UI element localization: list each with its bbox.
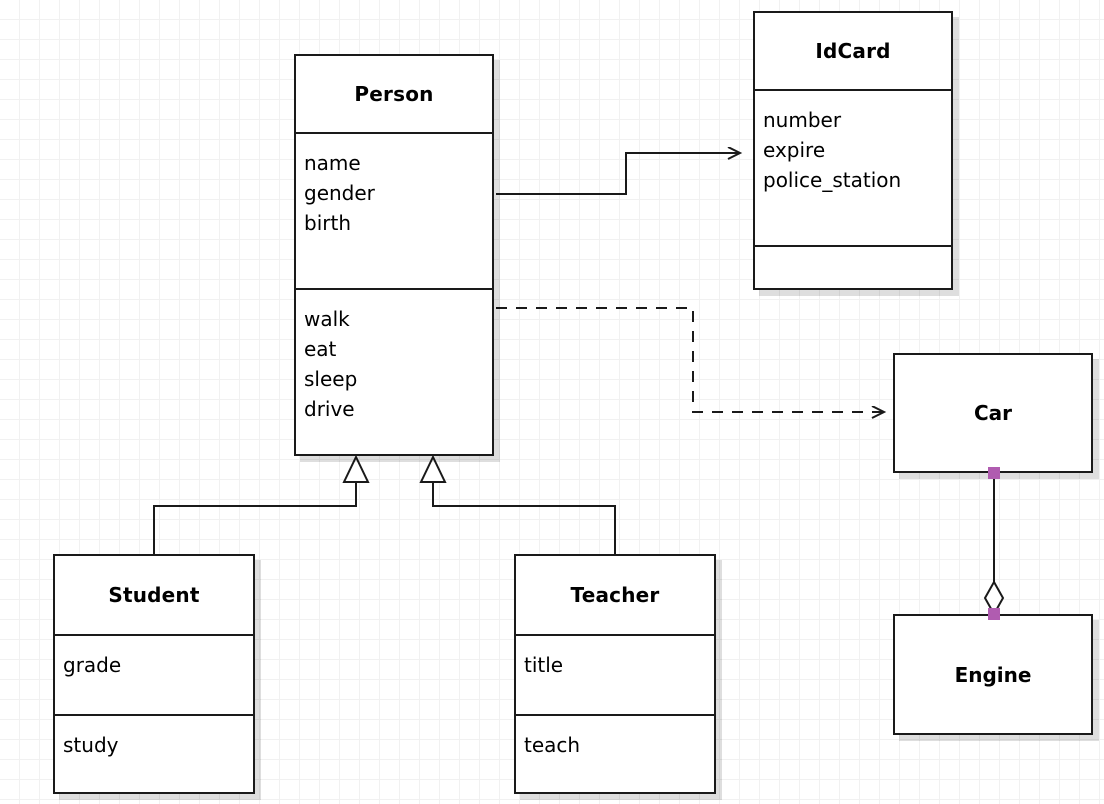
class-title-idcard: IdCard (755, 13, 951, 89)
class-box-person[interactable]: Person name gender birth walk eat sleep … (294, 54, 494, 456)
class-title-teacher: Teacher (516, 556, 714, 634)
attribute-item: police_station (763, 168, 902, 192)
class-name-label: Engine (954, 662, 1032, 687)
class-name-label: Car (973, 401, 1013, 425)
attribute-item: expire (763, 138, 826, 162)
class-title-engine: Engine (895, 616, 1091, 733)
class-box-idcard[interactable]: IdCard number expire police_station (753, 11, 953, 290)
class-title-car: Car (895, 355, 1091, 471)
class-title-student: Student (55, 556, 253, 634)
edge-handle-car-end[interactable] (988, 467, 1000, 479)
class-name-label: Student (108, 583, 200, 607)
method-item: eat (304, 337, 337, 361)
method-item: drive (304, 397, 355, 421)
method-item: teach (524, 733, 581, 757)
class-methods-idcard (755, 245, 951, 288)
class-name-label: Teacher (570, 583, 660, 607)
class-box-teacher[interactable]: Teacher title teach (514, 554, 716, 794)
class-methods-student: study (55, 714, 253, 792)
attribute-item: number (763, 108, 842, 132)
class-methods-teacher: teach (516, 714, 714, 792)
class-title-person: Person (296, 56, 492, 132)
edge-teacher-person[interactable] (419, 454, 616, 554)
class-attributes-student: grade (55, 634, 253, 714)
method-item: sleep (304, 367, 358, 391)
edge-student-person[interactable] (153, 454, 370, 554)
attribute-item: name (304, 151, 361, 175)
class-name-label: Person (354, 82, 434, 106)
attribute-item: title (524, 653, 564, 677)
edge-person-idcard[interactable] (496, 153, 740, 195)
class-methods-person: walk eat sleep drive (296, 288, 492, 454)
edge-handle-engine-end[interactable] (988, 608, 1000, 620)
method-item: study (63, 733, 119, 757)
attribute-item: grade (63, 653, 122, 677)
class-attributes-idcard: number expire police_station (755, 89, 951, 245)
class-attributes-person: name gender birth (296, 132, 492, 288)
edge-person-car[interactable] (496, 307, 884, 412)
class-attributes-teacher: title (516, 634, 714, 714)
class-box-engine[interactable]: Engine (893, 614, 1093, 735)
method-item: walk (304, 307, 350, 331)
class-box-student[interactable]: Student grade study (53, 554, 255, 794)
class-name-label: IdCard (815, 39, 891, 63)
edge-car-engine[interactable] (983, 473, 1005, 617)
attribute-item: gender (304, 181, 375, 205)
class-box-car[interactable]: Car (893, 353, 1093, 473)
attribute-item: birth (304, 211, 351, 235)
